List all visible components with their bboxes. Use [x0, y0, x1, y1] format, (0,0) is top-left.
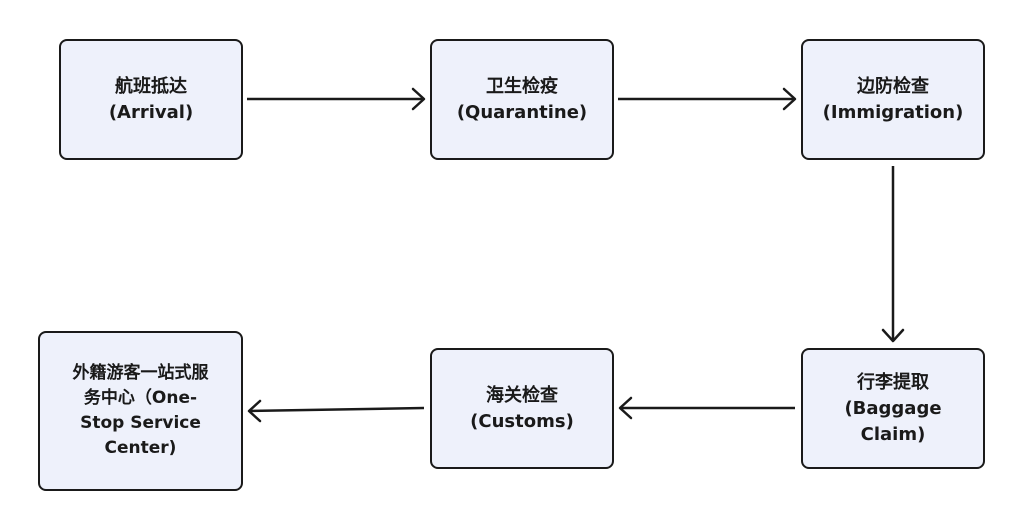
node-baggage-subtitle-2: Claim) — [860, 423, 926, 445]
node-service-line-2: 务中心（One- — [83, 388, 198, 408]
edge-customs-service — [247, 399, 425, 423]
edge-baggage-customs — [618, 396, 795, 420]
node-customs: 海关检查 (Customs) — [430, 348, 614, 469]
node-service-center: 外籍游客一站式服 务中心（One- Stop Service Center) — [38, 331, 243, 491]
node-arrival-title: 航班抵达 — [115, 75, 187, 97]
node-service-line-3: Stop Service — [80, 413, 201, 433]
node-baggage-title: 行李提取 — [857, 371, 929, 393]
node-service-line-4: Center) — [104, 438, 177, 458]
node-arrival: 航班抵达 (Arrival) — [59, 39, 243, 160]
node-arrival-subtitle: (Arrival) — [108, 101, 194, 123]
node-immigration-subtitle: (Immigration) — [822, 101, 964, 123]
edge-arrival-quarantine — [247, 87, 426, 111]
node-quarantine-subtitle: (Quarantine) — [456, 101, 588, 123]
edge-immigration-baggage — [881, 166, 905, 343]
node-customs-title: 海关检查 — [486, 384, 558, 406]
node-baggage-claim: 行李提取 (Baggage Claim) — [801, 348, 985, 469]
node-baggage-subtitle-1: (Baggage — [844, 397, 942, 419]
node-service-line-1: 外籍游客一站式服 — [72, 363, 209, 383]
node-quarantine-title: 卫生检疫 — [486, 75, 558, 97]
node-quarantine: 卫生检疫 (Quarantine) — [430, 39, 614, 160]
node-immigration: 边防检查 (Immigration) — [801, 39, 985, 160]
node-customs-subtitle: (Customs) — [470, 410, 574, 432]
node-immigration-title: 边防检查 — [857, 75, 929, 97]
edge-quarantine-immigration — [618, 87, 797, 111]
